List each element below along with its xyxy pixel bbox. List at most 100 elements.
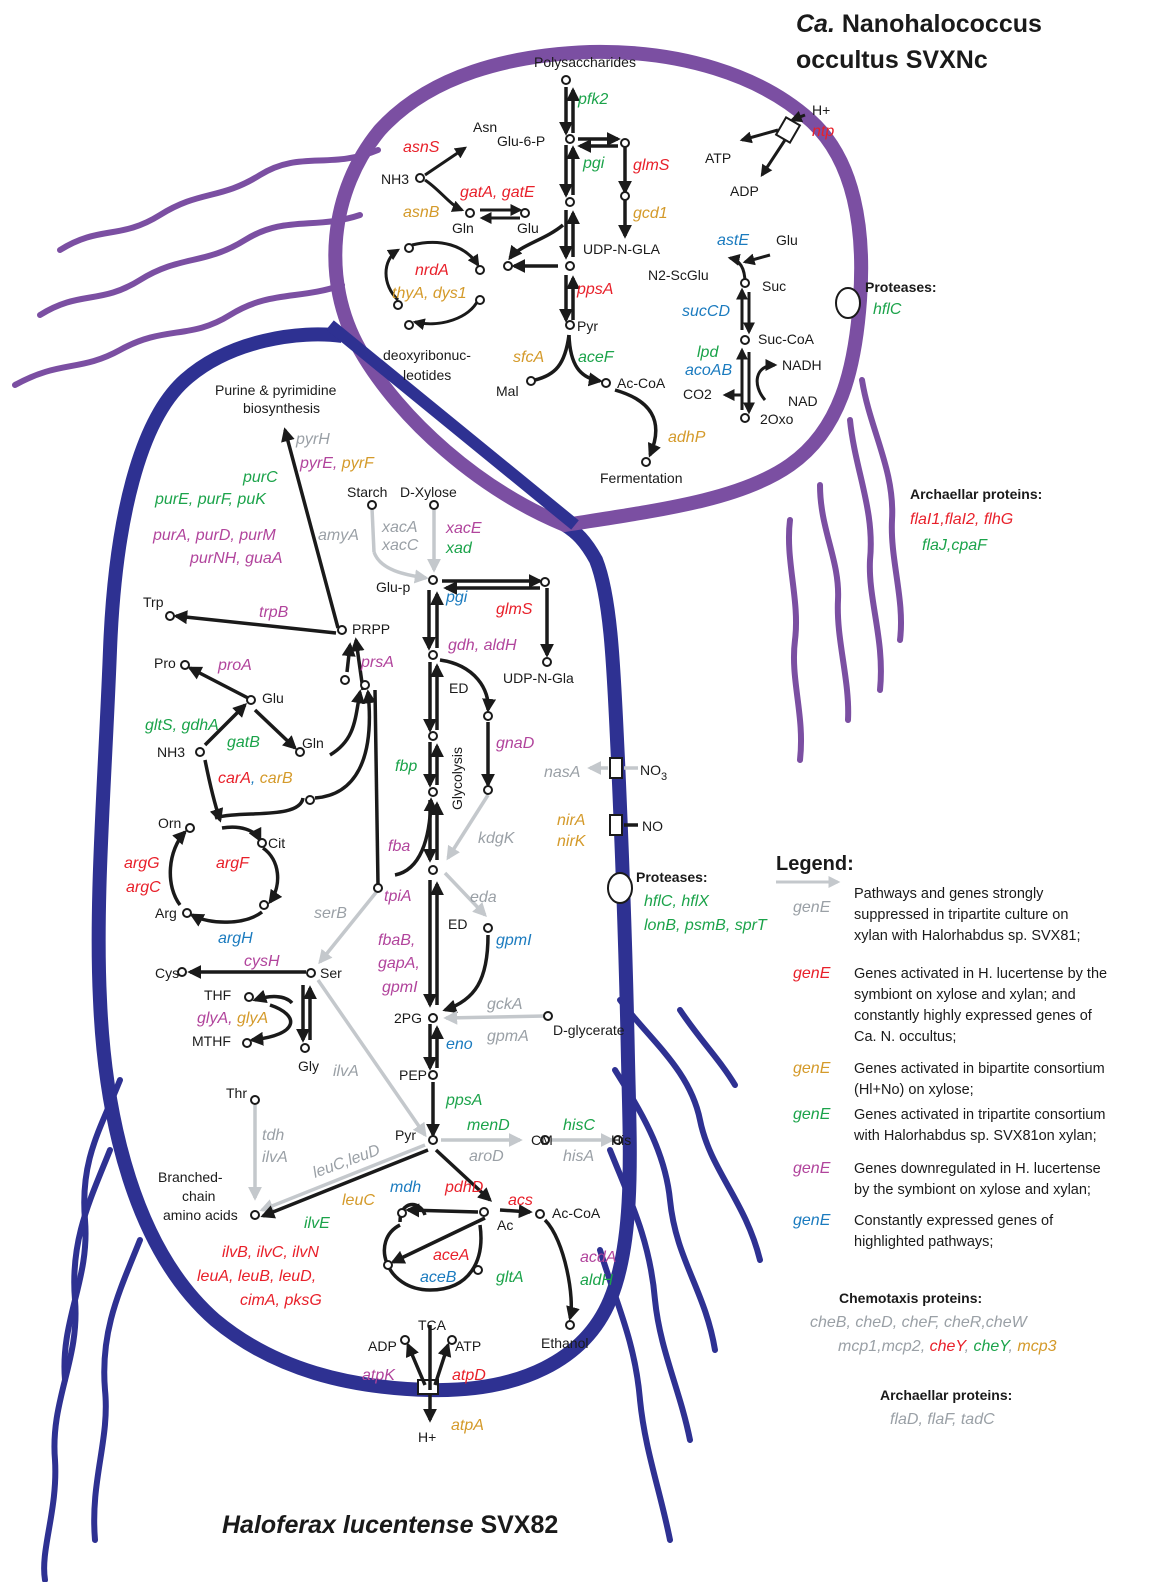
metabolite-suc: Suc [762, 278, 786, 294]
legend-description-line: suppressed in tripartite culture on [854, 907, 1068, 923]
metabolite-ac-coa: Ac-CoA [617, 375, 666, 391]
metabolite-ethanol: Ethanol [541, 1335, 588, 1351]
gene-pgi: pgi [582, 155, 605, 172]
metabolite-biosynthesis: biosynthesis [243, 400, 320, 416]
gene-leuC: leuC [342, 1192, 375, 1209]
nanohalo-archaellar-green: flaJ,cpaF [922, 537, 988, 554]
metabolite-deoxyribonucleotides-2: leotides [403, 367, 451, 383]
chemotaxis-header: Chemotaxis proteins: [839, 1290, 982, 1306]
metabolite-ser: Ser [320, 965, 342, 981]
gene-aroD: aroD [469, 1148, 504, 1165]
metabolite-tca: TCA [418, 1317, 447, 1333]
gene-eno: eno [446, 1036, 473, 1053]
nanohalo-proteases-genes: hflC [873, 301, 902, 318]
gene-gckA: gckA [487, 996, 523, 1013]
metabolite-udp-n-gla: UDP-N-Gla [503, 670, 574, 686]
gene-gcd1: gcd1 [633, 205, 668, 222]
gene-fba: fba [388, 838, 410, 855]
nanohalo-title-line2: occultus SVXNc [796, 46, 988, 74]
gene-trpB: trpB [259, 604, 289, 621]
legend-description-line: (Hl+No) on xylose; [854, 1082, 974, 1098]
metabolite-adp: ADP [368, 1338, 397, 1354]
gene-serB: serB [314, 905, 347, 922]
nanohalo-arrows [386, 87, 805, 455]
legend-gene-sample: genE [793, 1060, 831, 1077]
metabolite-no3: NO3 [640, 762, 667, 783]
nanohalo-protease-pore-icon [836, 288, 860, 318]
metabolite-pyr: Pyr [395, 1127, 416, 1143]
gene-menD: menD [467, 1117, 510, 1134]
metabolite-d-glycerate: D-glycerate [553, 1022, 625, 1038]
metabolite-n2-scglu: N2-ScGlu [648, 267, 709, 283]
legend-description-line: xylan with Halorhabdus sp. SVX81; [854, 928, 1081, 944]
metabolite-atp: ATP [705, 150, 731, 166]
gene-fbp: fbp [395, 758, 417, 775]
gene-pdhD: pdhD [444, 1179, 484, 1196]
nanohalo-proteases-header: Proteases: [865, 279, 937, 295]
metabolite-glu-2: Glu [776, 232, 798, 248]
legend-description-line: highlighted pathways; [854, 1234, 993, 1250]
legend-description-line: symbiont on xylose and xylan; and [854, 987, 1076, 1003]
haloferax-proteases-header: Proteases: [636, 869, 708, 885]
metabolite-chain: chain [182, 1188, 215, 1204]
metabolite-arg: Arg [155, 905, 177, 921]
metabolite-cit: Cit [268, 835, 285, 851]
metabolite-pro: Pro [154, 655, 176, 671]
nirA-transporter-icon [610, 815, 622, 835]
gene-ilvA: ilvA [333, 1063, 359, 1080]
metabolite-cys: Cys [155, 965, 179, 981]
gene-nirA: nirA [557, 812, 585, 829]
metabolite-ac: Ac [497, 1217, 513, 1233]
metabolite-ed-2: ED [448, 916, 467, 932]
gene-purE-purF-puK: purE, purF, puK [154, 491, 267, 508]
metabolite-2oxo: 2Oxo [760, 411, 794, 427]
gene-gltA: gltA [496, 1269, 524, 1286]
gene-glyA: glyA, glyA [197, 1010, 268, 1027]
metabolite-purine-pyrimidine: Purine & pyrimidine [215, 382, 337, 398]
metabolite-glu6p: Glu-6-P [497, 133, 545, 149]
legend-title: Legend: [776, 853, 854, 875]
gene-fbaB: fbaB, [378, 932, 415, 949]
metabolite-no: NO [642, 818, 663, 834]
gene-purNH-guaA: purNH, guaA [189, 550, 283, 567]
gene-ntp: ntp [812, 123, 834, 140]
metabolite-adp: ADP [730, 183, 759, 199]
gene-gnaD: gnaD [496, 735, 535, 752]
gene-prsA: prsA [360, 654, 394, 671]
gene-glmS: glmS [633, 157, 670, 174]
metabolite-thr: Thr [226, 1085, 247, 1101]
haloferax-protease-pore-icon [608, 873, 632, 903]
gene-aldH: aldH [580, 1272, 613, 1289]
gene-nirK: nirK [557, 833, 587, 850]
metabolite-atp: ATP [455, 1338, 481, 1354]
gene-hisA: hisA [563, 1148, 594, 1165]
gene-pfk2: pfk2 [577, 91, 608, 108]
gene-gatB: gatB [227, 734, 260, 751]
metabolite-nad: NAD [788, 393, 818, 409]
gene-aceF: aceF [578, 349, 615, 366]
metabolite-suc-coa: Suc-CoA [758, 331, 815, 347]
gene-argC: argC [126, 879, 161, 896]
gene-pgi: pgi [445, 589, 468, 606]
gene-gltS-gdhA: gltS, gdhA [145, 717, 219, 734]
nanohalo-archaellar-red: flaI1,flaI2, flhG [910, 511, 1013, 528]
metabolite-orn: Orn [158, 815, 181, 831]
gene-atpK: atpK [362, 1367, 396, 1384]
gene-tdh: tdh [262, 1127, 284, 1144]
ntp-transporter-icon [776, 117, 800, 142]
gene-gpmI-2: gpmI [382, 979, 418, 996]
haloferax-proteases-line1: hflC, hflX [644, 893, 710, 910]
gene-aceB: aceB [420, 1269, 457, 1286]
metabolite-cm: CM [531, 1132, 553, 1148]
chemotaxis-line1: cheB, cheD, cheF, cheR,cheW [810, 1314, 1029, 1331]
gene-ppsA: ppsA [445, 1092, 482, 1109]
gene-hisC: hisC [563, 1117, 595, 1134]
gene-pyrE-pyrF: pyrE, pyrF [299, 455, 375, 472]
legend-description-line: Constantly expressed genes of [854, 1213, 1054, 1229]
chemotaxis-line2: mcp1,mcp2, cheY, cheY, mcp3 [838, 1338, 1057, 1355]
legend-gene-sample: genE [793, 899, 831, 916]
haloferax-title: Haloferax lucentense SVX82 [222, 1511, 558, 1539]
gene-cysH: cysH [244, 953, 280, 970]
gene-xacE: xacE [445, 520, 482, 537]
